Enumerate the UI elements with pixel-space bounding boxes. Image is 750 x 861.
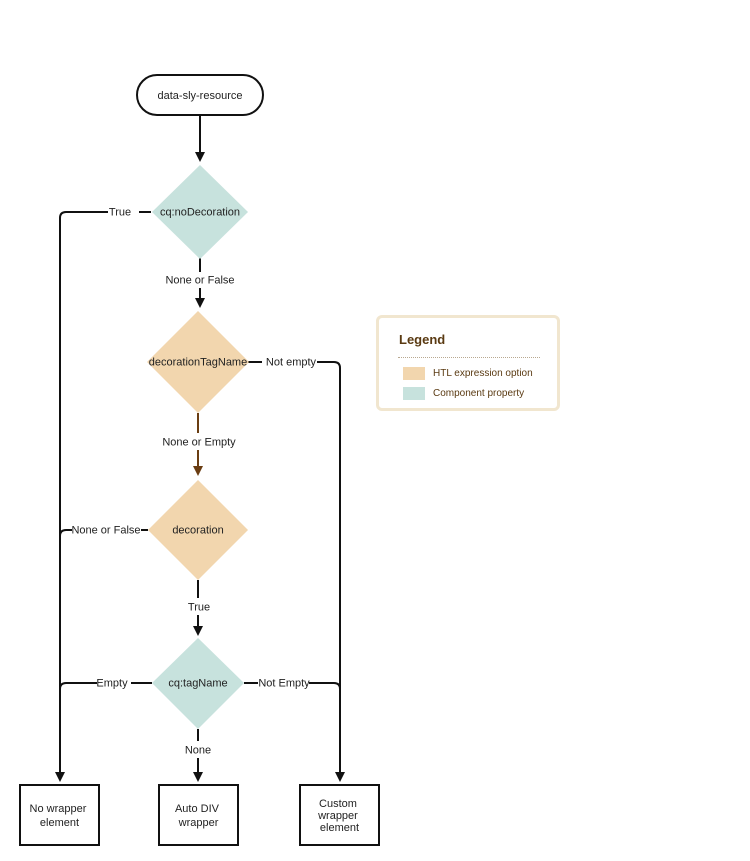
edge-nodecoration-true — [60, 211, 151, 780]
decision-tagname-label: cq:tagName — [168, 678, 227, 690]
edge-decoration-none-false — [59, 529, 148, 537]
label-tagname-not-empty: Not Empty — [258, 678, 310, 690]
decision-decorationtagname — [147, 311, 249, 413]
end-custom-wrapper-label: Custom wrapper element — [317, 798, 361, 834]
start-terminal — [136, 74, 264, 116]
legend-label-htl: HTL expression option — [433, 368, 533, 379]
decision-nodecoration — [152, 165, 248, 259]
legend-label-component: Component property — [433, 388, 525, 399]
legend: Legend HTL expression option Component p… — [376, 315, 560, 411]
label-decorationtagname-not-empty: Not empty — [266, 357, 317, 369]
label-nodecoration-true: True — [109, 207, 131, 219]
label-nodecoration-none-false: None or False — [165, 275, 234, 287]
edge-decorationtagname-not-empty — [248, 361, 340, 780]
label-decorationtagname-none-empty: None or Empty — [162, 437, 236, 449]
decision-decoration-label: decoration — [172, 525, 223, 537]
decision-decoration — [148, 480, 248, 580]
edge-tagname-empty — [59, 682, 152, 690]
end-auto-div — [158, 784, 239, 846]
end-custom-wrapper — [299, 784, 380, 846]
legend-swatch-htl — [403, 367, 425, 380]
end-no-wrapper-label: No wrapper element — [30, 803, 90, 829]
edge-tagname-not-empty — [244, 682, 341, 690]
label-decoration-true: True — [188, 602, 210, 614]
decision-tagname — [152, 638, 244, 729]
legend-swatch-component — [403, 387, 425, 400]
label-decoration-none-false: None or False — [71, 525, 140, 537]
decision-nodecoration-label: cq:noDecoration — [160, 207, 240, 219]
end-no-wrapper — [19, 784, 100, 846]
start-terminal-label: data-sly-resource — [158, 90, 243, 102]
label-tagname-empty: Empty — [96, 678, 128, 690]
legend-title: Legend — [399, 332, 446, 347]
label-tagname-none: None — [185, 745, 211, 757]
legend-divider — [398, 357, 540, 358]
decision-decorationtagname-label: decorationTagName — [149, 357, 247, 369]
end-auto-div-label: Auto DIV wrapper — [175, 803, 222, 829]
